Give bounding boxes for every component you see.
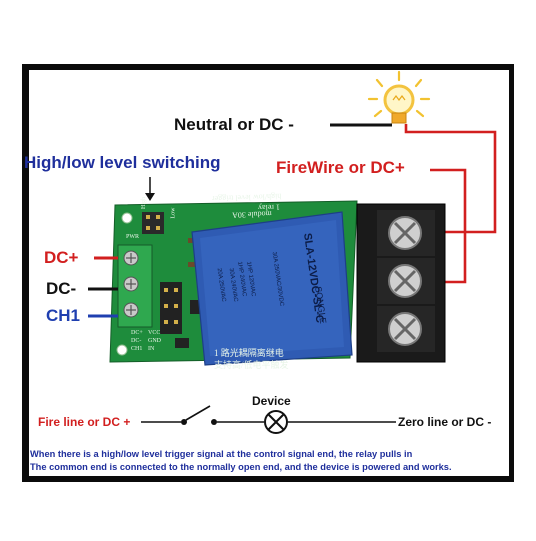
pin-header bbox=[160, 282, 182, 334]
screw-icon bbox=[388, 216, 422, 346]
firewire-to-com-wire bbox=[430, 168, 467, 284]
relay-component bbox=[191, 211, 353, 366]
neutral-label: Neutral or DC - bbox=[174, 115, 294, 134]
silk-pin-ch1: CH1 bbox=[131, 346, 143, 352]
bulb-to-no-wire bbox=[404, 124, 497, 234]
high-low-switching-label: High/low level switching bbox=[24, 153, 221, 172]
silk-pin-dcplus: DC+ bbox=[131, 330, 143, 336]
dc-minus-label: DC- bbox=[46, 279, 77, 298]
lightbulb-icon bbox=[367, 70, 431, 124]
firewire-label: FireWire or DC+ bbox=[276, 158, 405, 177]
silk-chinese-1: 1 路光耦隔离继电 bbox=[214, 348, 284, 358]
device-lamp-icon bbox=[264, 410, 288, 434]
dc-plus-label: DC+ bbox=[44, 248, 79, 267]
zero-line-label: Zero line or DC - bbox=[398, 415, 492, 429]
switch-icon bbox=[185, 405, 211, 421]
silk-pwr: PWR bbox=[126, 234, 140, 240]
level-jumper bbox=[142, 212, 164, 234]
silk-chinese-2: 支持高/低电平触发 bbox=[214, 360, 289, 370]
description-line-1: When there is a high/low level trigger s… bbox=[30, 449, 413, 459]
output-terminal-block bbox=[356, 203, 446, 363]
device-label: Device bbox=[252, 394, 291, 408]
silk-pin-dcminus: DC- bbox=[131, 338, 142, 344]
fire-line-label: Fire line or DC + bbox=[38, 415, 131, 429]
silk-pin-in: IN bbox=[148, 346, 155, 352]
silk-pin-gnd: GND bbox=[148, 338, 161, 344]
silk-low: Low bbox=[170, 207, 177, 219]
silk-pin-vcc: VCC bbox=[148, 330, 161, 336]
ch1-label: CH1 bbox=[46, 306, 81, 325]
description-line-2: The common end is connected to the norma… bbox=[30, 462, 452, 472]
silk-title-2: module 30A bbox=[231, 209, 272, 220]
silk-high: High bbox=[141, 197, 147, 209]
